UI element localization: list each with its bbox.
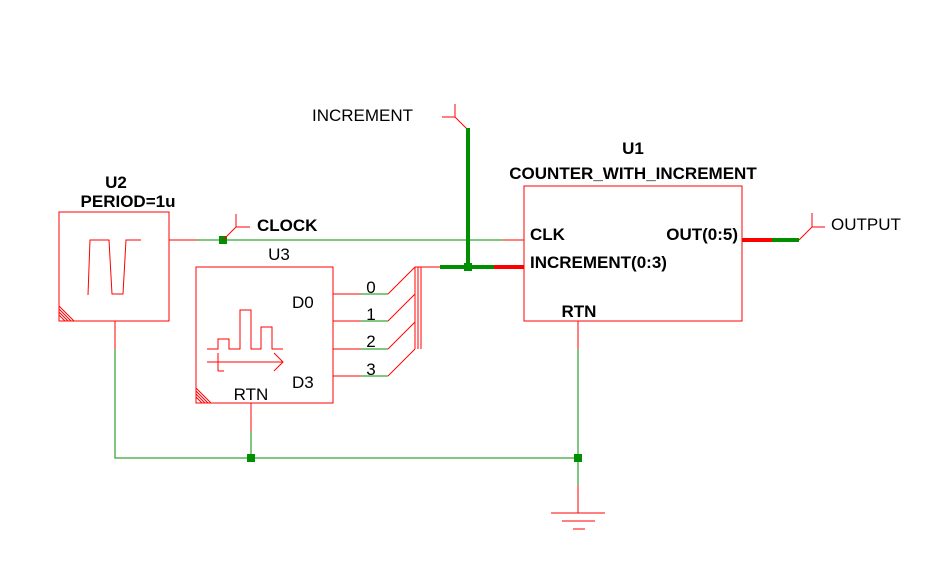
junction-dot xyxy=(574,454,582,462)
net-label-clock[interactable]: CLOCK xyxy=(222,214,318,241)
u2-value: PERIOD=1u xyxy=(81,192,176,211)
u2-corner-hatch xyxy=(58,305,75,322)
part-u1[interactable]: U1 COUNTER_WITH_INCREMENT CLK INCREMENT(… xyxy=(494,139,772,349)
bus-taps: 0 1 2 3 xyxy=(361,266,440,379)
net-flag-line xyxy=(222,226,237,241)
u1-body xyxy=(523,185,743,322)
ground-icon xyxy=(551,485,605,530)
bus-tap-label: 3 xyxy=(366,360,375,379)
u1-value: COUNTER_WITH_INCREMENT xyxy=(509,164,757,183)
u3-pin-d3-label: D3 xyxy=(292,373,314,392)
wire-rtn[interactable] xyxy=(114,349,578,459)
net-label-output[interactable]: OUTPUT xyxy=(798,213,901,241)
junction-dot xyxy=(247,454,255,462)
u3-body xyxy=(195,266,334,404)
part-u3[interactable]: U3 D0 D3 RTN xyxy=(195,245,361,431)
u2-body xyxy=(58,211,170,322)
junction-dot xyxy=(464,263,472,271)
u2-refdes: U2 xyxy=(105,173,127,192)
clock-source-icon xyxy=(87,239,141,296)
u3-refdes: U3 xyxy=(268,245,290,264)
u1-pin-increment-label: INCREMENT(0:3) xyxy=(530,253,667,272)
bus-tap-label: 1 xyxy=(366,305,375,324)
u1-pin-out-label: OUT(0:5) xyxy=(666,225,738,244)
net-label-clock-text: CLOCK xyxy=(257,216,318,235)
net-label-output-text: OUTPUT xyxy=(831,215,901,234)
u3-pin-d0-label: D0 xyxy=(292,293,314,312)
part-u2[interactable]: U2 PERIOD=1u xyxy=(58,173,197,349)
u3-corner-hatch xyxy=(195,387,212,404)
net-label-increment-text: INCREMENT xyxy=(312,106,413,125)
net-flag-line xyxy=(454,116,469,131)
bus-tap-label: 2 xyxy=(366,332,375,351)
net-flag-line xyxy=(798,226,813,241)
u3-pin-rtn-label: RTN xyxy=(234,385,269,404)
u1-pin-clk-label: CLK xyxy=(530,225,566,244)
u1-refdes: U1 xyxy=(622,139,644,158)
bus-tap-label: 0 xyxy=(366,278,375,297)
net-label-increment[interactable]: INCREMENT xyxy=(312,104,469,131)
u1-pin-rtn-label: RTN xyxy=(562,302,597,321)
digital-stimulus-icon xyxy=(207,309,284,372)
